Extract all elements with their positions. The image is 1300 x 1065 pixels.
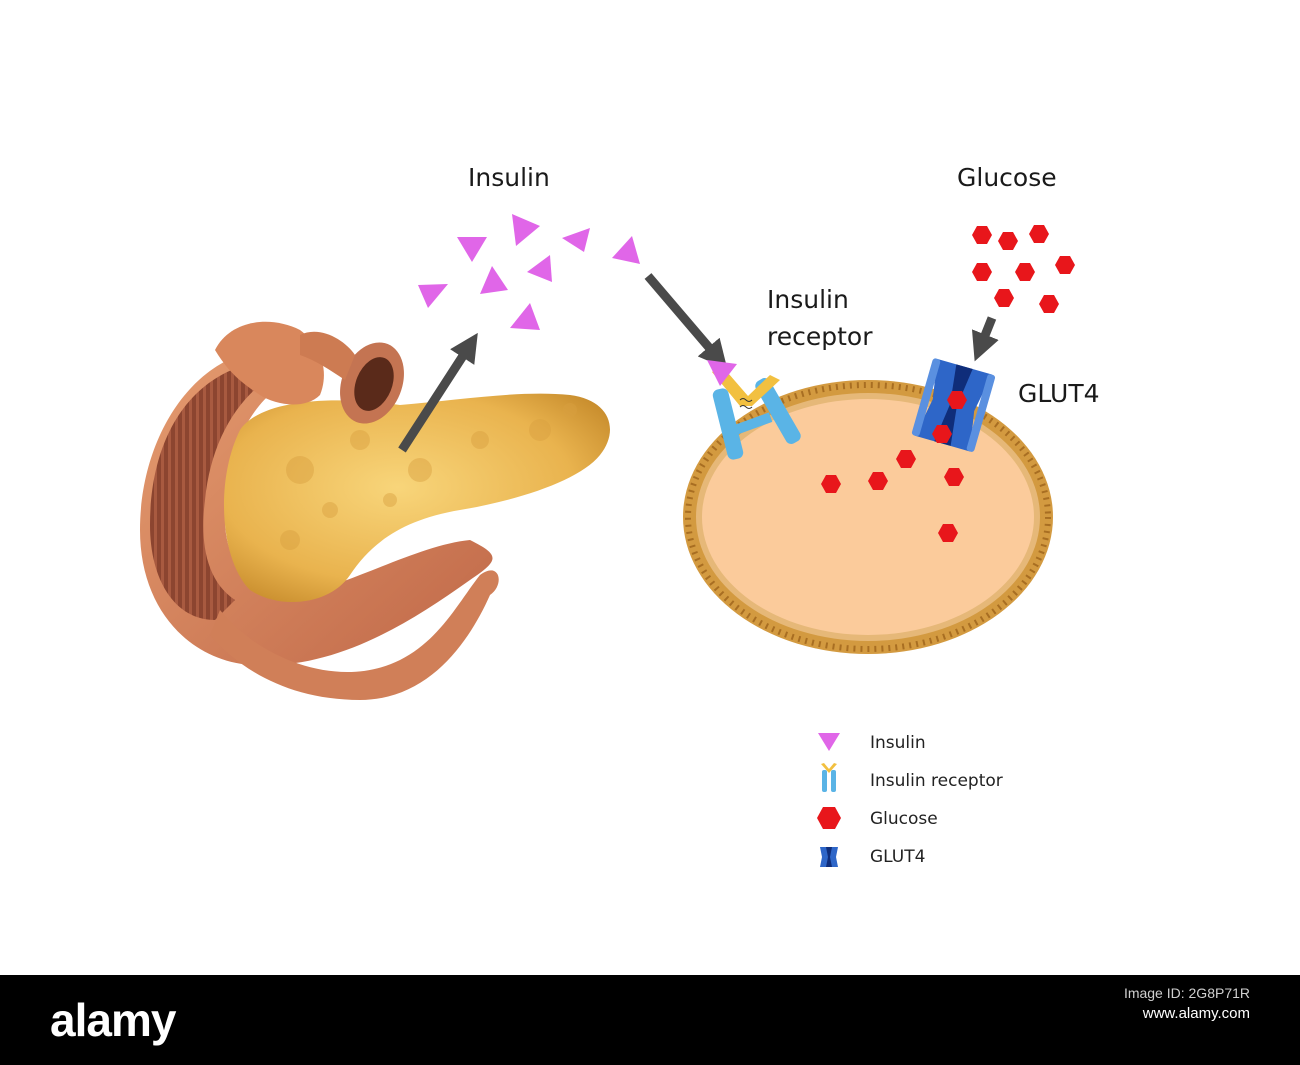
glucose-hexagon [947, 391, 967, 409]
pylorus-neck [300, 331, 355, 380]
glucose-hexagon [821, 475, 841, 493]
insulin-molecules [418, 214, 640, 330]
glucose-hexagon [938, 524, 958, 542]
insulin-receptor [707, 360, 801, 460]
legend-label-insulin: Insulin [870, 733, 926, 753]
glucose-hexagon [1015, 263, 1035, 281]
legend-receptor-icon [821, 763, 837, 792]
pancreas-illustration [140, 321, 610, 700]
glucose-hexagon [1039, 295, 1059, 313]
glucose-hexagon [932, 425, 952, 443]
receptor-label-line2: receptor [767, 322, 873, 351]
insulin-triangle [612, 236, 640, 264]
insulin-triangle [480, 266, 508, 294]
pylorus [215, 321, 324, 405]
glucose-hexagon [1055, 256, 1075, 274]
insulin-triangle [510, 303, 540, 330]
cell-interior [702, 399, 1034, 635]
legend-label-receptor: Insulin receptor [870, 771, 1003, 791]
legend-glucose-icon [817, 807, 841, 829]
legend: Insulin Insulin receptor Glucose GLUT4 [817, 733, 1003, 867]
glucose-hexagon [944, 468, 964, 486]
arrow-pancreas-to-insulin [398, 332, 478, 453]
insulin-triangle [562, 228, 590, 252]
glucose-label: Glucose [957, 163, 1057, 192]
glut4-label: GLUT4 [1018, 379, 1100, 408]
legend-insulin-icon [818, 733, 840, 751]
insulin-triangle [512, 214, 540, 246]
legend-glut4-icon [820, 847, 838, 867]
glucose-molecules [972, 225, 1075, 313]
receptor-binding-site [712, 366, 780, 406]
image-id-line2: www.alamy.com [1142, 1005, 1250, 1022]
cell-membrane-dots [685, 382, 1051, 652]
insulin-triangle [457, 237, 487, 262]
pancreas-texture [280, 403, 577, 550]
duodenum-mucosa [150, 365, 260, 620]
insulin-label: Insulin [468, 163, 550, 192]
cell [683, 380, 1053, 654]
duodenum [140, 350, 493, 666]
duodenum-tail [210, 570, 499, 700]
legend-label-glut4: GLUT4 [870, 847, 925, 867]
glucose-hexagon [972, 226, 992, 244]
watermark-footer: alamy Image ID: 2G8P71R www.alamy.com [0, 975, 1300, 1065]
glucose-hexagon [1029, 225, 1049, 243]
alamy-logo: alamy [50, 994, 176, 1046]
image-id: Image ID: 2G8P71R www.alamy.com [1010, 985, 1250, 1022]
intracellular-glucose [821, 450, 964, 542]
arrow-glucose-to-glut4 [971, 316, 999, 362]
bound-insulin-triangle [707, 360, 737, 386]
glucose-hexagon [998, 232, 1018, 250]
arrow-insulin-to-receptor [644, 273, 728, 369]
insulin-triangle [418, 284, 448, 308]
legend-label-glucose: Glucose [870, 809, 938, 829]
glucose-hexagon [868, 472, 888, 490]
image-id-line1: Image ID: 2G8P71R [1123, 985, 1250, 1001]
glucose-hexagon [896, 450, 916, 468]
glucose-hexagon [972, 263, 992, 281]
glucose-hexagon [994, 289, 1014, 307]
glucose-in-transit [932, 391, 967, 443]
insulin-glucose-diagram: Insulin Glucose Insulin receptor GLUT4 [140, 163, 1100, 867]
pylorus-lumen [354, 357, 394, 411]
insulin-triangle [527, 255, 552, 282]
receptor-label-line1: Insulin [767, 285, 849, 314]
pancreas-body [223, 393, 610, 602]
